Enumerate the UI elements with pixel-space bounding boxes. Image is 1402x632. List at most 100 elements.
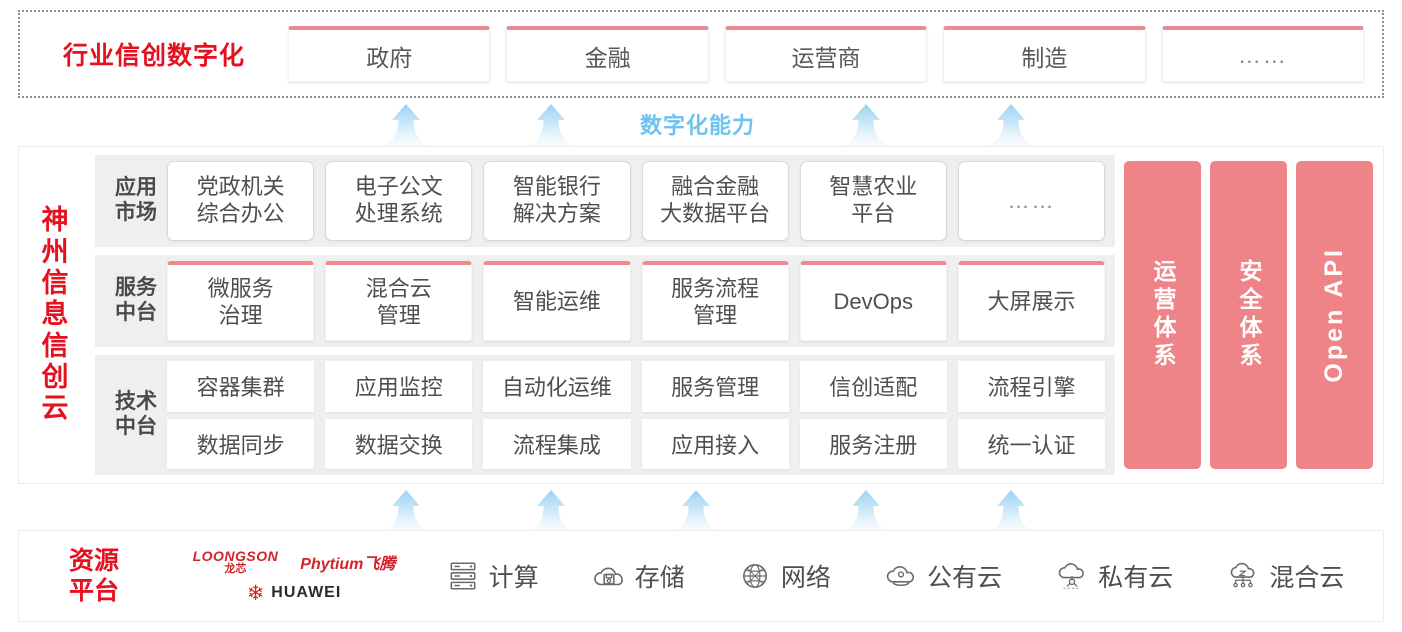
pillar-open-api[interactable]: Open API — [1296, 161, 1373, 469]
tech-card-app-access[interactable]: 应用接入 — [641, 418, 789, 469]
svc-card-hybrid-cloud-mgmt[interactable]: 混合云 管理 — [325, 261, 473, 341]
tech-card-data-exchange[interactable]: 数据交换 — [325, 418, 473, 469]
cloud-title-char-3: 息 — [41, 299, 69, 330]
huawei-flower-icon: ❄ — [246, 581, 265, 605]
industry-box-telecom[interactable]: 运营商 — [724, 26, 928, 82]
capability-arrow-2 — [840, 104, 892, 146]
tech-card-app-monitoring[interactable]: 应用监控 — [325, 361, 473, 412]
resource-label-private-cloud: 私有云 — [1098, 564, 1174, 592]
resource-item-hybrid-cloud[interactable]: 混合云 — [1226, 558, 1344, 594]
tech-card-service-mgmt[interactable]: 服务管理 — [641, 361, 789, 412]
cloud-side-pillars: 运营体系 安全体系 Open API — [1124, 155, 1373, 475]
industry-digitalization-band: 行业信创数字化 政府 金融 运营商 制造 …… — [18, 10, 1384, 98]
pillar-security-system[interactable]: 安全体系 — [1210, 161, 1287, 469]
huawei-logo-text: HUAWEI — [271, 584, 342, 601]
svc-card-microservice-gov[interactable]: 微服务 治理 — [167, 261, 315, 341]
resource-label-hybrid-cloud: 混合云 — [1269, 564, 1345, 592]
industry-band-title: 行业信创数字化 — [62, 42, 245, 70]
cloud-platform-body: 应用 市场 党政机关 综合办公 电子公文 处理系统 智能银行 解决方案 融合金融… — [91, 147, 1383, 483]
server-rack-icon — [450, 562, 476, 590]
resource-item-public-cloud[interactable]: 公有云 — [884, 558, 1002, 594]
industry-box-finance[interactable]: 金融 — [506, 26, 709, 82]
resource-arrows-bottom — [0, 488, 1402, 532]
industry-box-manufacturing[interactable]: 制造 — [943, 26, 1146, 82]
resource-label-network: 网络 — [780, 564, 831, 592]
layer-tech-platform-label: 技术 中台 — [105, 361, 167, 469]
cloud-platform-panel: 神 州 信 息 信 创 云 应用 市场 党政机关 综合办公 电子公文 处理系统 … — [18, 146, 1384, 484]
layer-service-platform-cards: 微服务 治理 混合云 管理 智能运维 服务流程 管理 DevOps 大屏展示 — [167, 261, 1106, 341]
cloud-title-char-0: 神 — [41, 205, 69, 236]
layer-app-market-label: 应用 市场 — [105, 161, 167, 241]
cloud-storage-icon — [593, 567, 623, 586]
resource-item-list: 计算 存储 网络 — [419, 558, 1383, 594]
cloud-title-char-4: 信 — [41, 330, 69, 361]
cloud-platform-title: 神 州 信 息 信 创 云 — [19, 147, 91, 483]
layer-tech-platform: 技术 中台 容器集群 应用监控 自动化运维 服务管理 信创适配 流程引擎 数据同… — [95, 355, 1115, 475]
tech-cards-row-2: 数据同步 数据交换 流程集成 应用接入 服务注册 统一认证 — [167, 418, 1106, 469]
layer-service-platform: 服务 中台 微服务 治理 混合云 管理 智能运维 服务流程 管理 DevOps … — [95, 255, 1115, 347]
resource-platform-title: 资源 平台 — [19, 546, 169, 606]
hybrid-cloud-icon — [1231, 562, 1255, 588]
resource-arrow-4 — [985, 490, 1037, 532]
svc-card-devops[interactable]: DevOps — [799, 261, 947, 341]
pillar-security-label: 安全体系 — [1236, 259, 1262, 371]
capability-arrows-top — [0, 100, 1402, 146]
resource-item-storage[interactable]: 存储 — [592, 558, 685, 594]
pillar-operations-system[interactable]: 运营体系 — [1124, 161, 1201, 469]
cloud-title-char-1: 州 — [41, 236, 69, 267]
resource-item-network[interactable]: 网络 — [738, 558, 831, 594]
capability-arrow-3 — [985, 104, 1037, 146]
tech-card-xinchuang-adaptation[interactable]: 信创适配 — [799, 361, 947, 412]
loongson-logo-en: LOONGSON — [192, 547, 279, 564]
svc-card-dashboard[interactable]: 大屏展示 — [957, 261, 1106, 341]
resource-arrow-1 — [525, 490, 577, 532]
industry-box-government[interactable]: 政府 — [288, 26, 491, 82]
tech-card-container-cluster[interactable]: 容器集群 — [167, 361, 315, 412]
tech-card-auto-ops[interactable]: 自动化运维 — [483, 361, 631, 412]
app-card-smart-bank[interactable]: 智能银行 解决方案 — [483, 161, 631, 241]
capability-arrow-1 — [525, 104, 577, 146]
tech-card-data-sync[interactable]: 数据同步 — [167, 418, 315, 469]
cloud-layer-stack: 应用 市场 党政机关 综合办公 电子公文 处理系统 智能银行 解决方案 融合金融… — [95, 155, 1115, 475]
layer-tech-label-line2: 中台 — [115, 415, 157, 438]
resource-label-public-cloud: 公有云 — [927, 564, 1003, 592]
layer-app-market: 应用 市场 党政机关 综合办公 电子公文 处理系统 智能银行 解决方案 融合金融… — [95, 155, 1115, 247]
layer-tech-label-line1: 技术 — [115, 390, 157, 414]
resource-arrow-0 — [380, 490, 432, 532]
layer-service-label-line2: 中台 — [115, 301, 157, 324]
pillar-open-api-label: Open API — [1320, 247, 1348, 383]
app-card-smart-agriculture[interactable]: 智慧农业 平台 — [799, 161, 947, 241]
app-card-more[interactable]: …… — [957, 161, 1106, 241]
resource-label-storage: 存储 — [634, 564, 685, 592]
layer-app-market-label-line2: 市场 — [115, 201, 157, 224]
resource-platform-band: 资源 平台 LOONGSON 龙芯 Phytium飞腾 ❄ HUAWEI — [18, 530, 1384, 622]
app-card-finance-bigdata[interactable]: 融合金融 大数据平台 — [641, 161, 789, 241]
tech-card-process-integration[interactable]: 流程集成 — [483, 418, 631, 469]
resource-item-private-cloud[interactable]: 私有云 — [1055, 558, 1173, 594]
loongson-logo-cn: 龙芯 — [224, 562, 247, 575]
vendor-logo-line-1: LOONGSON 龙芯 Phytium飞腾 — [193, 549, 396, 575]
capability-label: 数字化能力 — [640, 113, 756, 138]
svc-card-smart-ops[interactable]: 智能运维 — [483, 261, 631, 341]
tech-card-unified-auth[interactable]: 统一认证 — [957, 418, 1106, 469]
vendor-logo-group: LOONGSON 龙芯 Phytium飞腾 ❄ HUAWEI — [169, 549, 419, 604]
resource-label-compute: 计算 — [488, 564, 539, 592]
app-card-e-document[interactable]: 电子公文 处理系统 — [325, 161, 473, 241]
industry-box-more[interactable]: …… — [1161, 26, 1365, 82]
layer-service-label-line1: 服务 — [115, 276, 157, 300]
resource-arrow-2 — [670, 490, 722, 532]
huawei-logo: ❄ HUAWEI — [247, 583, 342, 604]
layer-tech-platform-cards: 容器集群 应用监控 自动化运维 服务管理 信创适配 流程引擎 数据同步 数据交换… — [167, 361, 1106, 469]
resource-title-line2: 平台 — [68, 577, 119, 605]
loongson-logo: LOONGSON 龙芯 — [193, 549, 279, 575]
private-cloud-icon — [1058, 563, 1085, 589]
tech-card-process-engine[interactable]: 流程引擎 — [957, 361, 1106, 412]
app-card-gov-office[interactable]: 党政机关 综合办公 — [167, 161, 315, 241]
svc-card-service-process-mgmt[interactable]: 服务流程 管理 — [641, 261, 789, 341]
layer-service-platform-label: 服务 中台 — [105, 261, 167, 341]
network-globe-icon — [742, 564, 767, 588]
tech-card-service-registry[interactable]: 服务注册 — [799, 418, 947, 469]
industry-box-list: 政府 金融 运营商 制造 …… — [288, 26, 1382, 82]
capability-arrow-0 — [380, 104, 432, 146]
resource-item-compute[interactable]: 计算 — [446, 558, 539, 594]
